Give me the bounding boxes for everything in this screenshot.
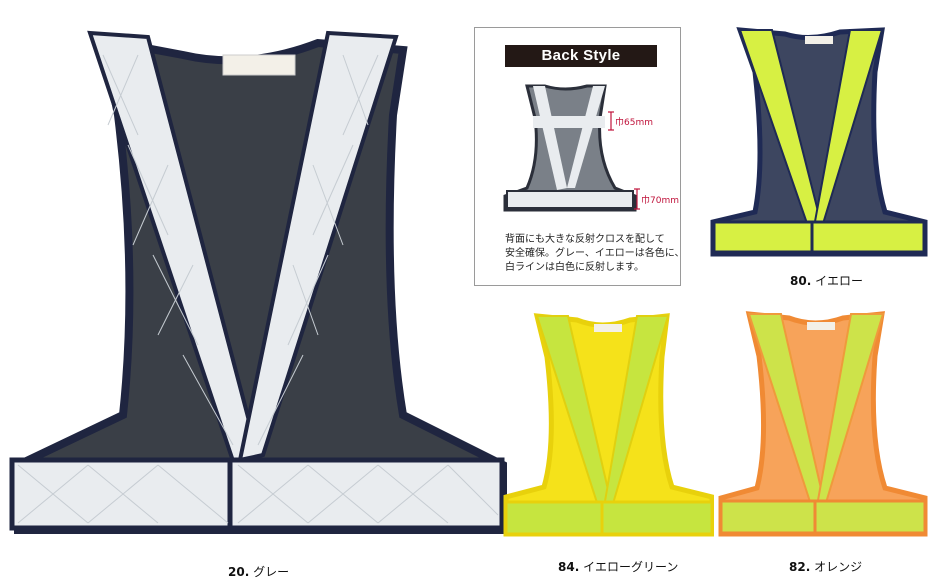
description-line: 安全確保。グレー、イエローは各色に、 xyxy=(505,248,685,259)
back-style-title: Back Style xyxy=(505,45,657,67)
back-style-diagram xyxy=(503,84,640,212)
product-name: グレー xyxy=(253,565,290,579)
product-number: 84. xyxy=(558,560,580,574)
back-style-description: 背面にも大きな反射クロスを配して 安全確保。グレー、イエローは各色に、 白ライン… xyxy=(505,233,685,275)
description-line: 白ラインは白色に反射します。 xyxy=(505,262,644,273)
caption-yellow-green: 84. イエローグリーン xyxy=(558,560,678,574)
caption-yellow: 80. イエロー xyxy=(790,274,863,288)
description-line: 背面にも大きな反射クロスを配して xyxy=(505,234,665,245)
product-name: イエロー xyxy=(815,274,863,288)
vest-yellow-image xyxy=(710,22,928,262)
width-top-label: 巾65mm xyxy=(615,118,653,128)
product-name: イエローグリーン xyxy=(583,560,679,574)
product-number: 20. xyxy=(228,565,250,579)
caption-gray: 20. グレー xyxy=(228,565,289,579)
product-name: オレンジ xyxy=(814,560,863,574)
vest-gray-image xyxy=(8,15,508,545)
back-style-panel: Back Style 巾65mm 巾70mm 背面にも大きな反射クロスを配して … xyxy=(474,27,685,286)
product-number: 82. xyxy=(789,560,811,574)
vest-yellow-green-image xyxy=(502,312,714,540)
caption-orange: 82. オレンジ xyxy=(789,560,862,574)
vest-orange-image xyxy=(717,308,929,540)
width-bottom-label: 巾70mm xyxy=(641,196,679,206)
product-number: 80. xyxy=(790,274,812,288)
